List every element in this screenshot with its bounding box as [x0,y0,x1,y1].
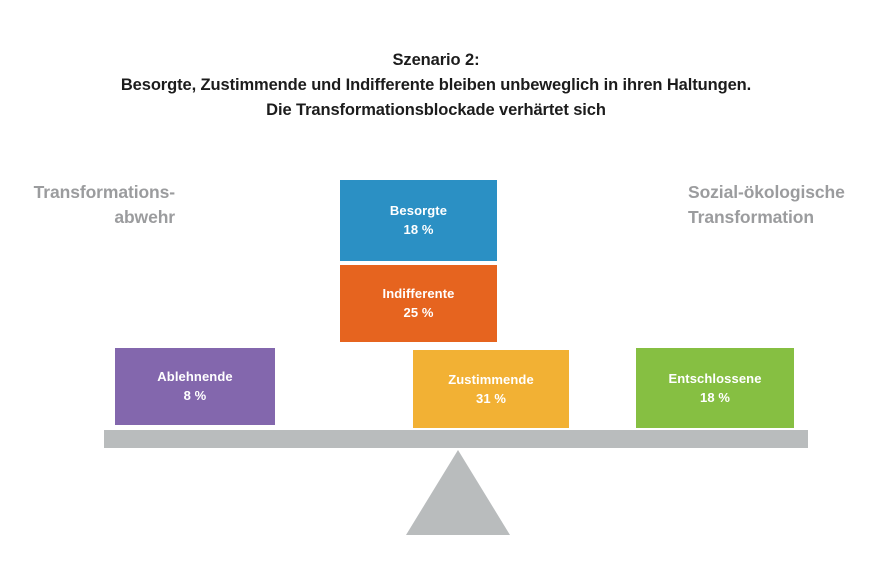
pole-label-right-line-2: Transformation [688,207,814,227]
balance-fulcrum-triangle [406,450,510,535]
group-box-indifferente: Indifferente 25 % [340,265,497,342]
group-label-ablehnende: Ablehnende [157,369,233,384]
pole-label-right-line-1: Sozial-ökologische [688,182,845,202]
group-box-entschlossene: Entschlossene 18 % [636,348,794,428]
group-label-zustimmende: Zustimmende [448,371,534,387]
group-value-ablehnende: 8 % [183,388,207,403]
group-label-besorgte: Besorgte [389,203,448,218]
group-value-entschlossene: 18 % [699,389,731,405]
group-box-ablehnende: Ablehnende 8 % [115,348,275,425]
group-box-besorgte: Besorgte 18 % [340,180,497,261]
title-line-2: Besorgte, Zustimmende und Indifferente b… [120,76,752,94]
pole-label-left-line-2: abwehr [114,207,175,227]
title-line-1: Szenario 2: [392,51,480,69]
title-line-3: Die Transformationsblockade verhärtet si… [266,101,606,119]
pole-label-right: Sozial-ökologische Transformation [688,180,866,230]
group-value-besorgte: 18 % [403,222,434,237]
group-value-indifferente: 25 % [403,305,434,320]
group-box-zustimmende: Zustimmende 31 % [413,350,569,428]
group-label-entschlossene: Entschlossene [668,370,762,386]
page-title: Szenario 2: Besorgte, Zustimmende und In… [0,48,872,123]
balance-beam [104,430,808,448]
pole-label-left-line-1: Transformations- [33,182,175,202]
pole-label-left: Transformations- abwehr [8,180,175,230]
group-label-indifferente: Indifferente [382,286,455,301]
group-value-zustimmende: 31 % [475,390,507,406]
